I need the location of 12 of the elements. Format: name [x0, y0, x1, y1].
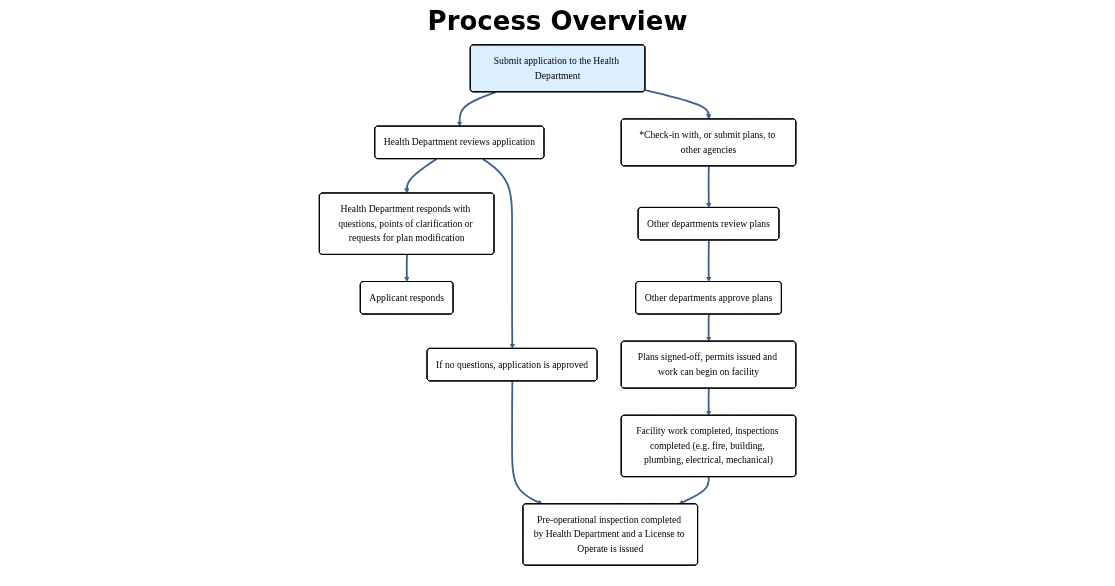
- arrow: [706, 313, 712, 342]
- arrow: [404, 253, 410, 283]
- arrow: [404, 158, 438, 194]
- diagram-title: Process Overview: [426, 6, 689, 36]
- arrow: [706, 165, 712, 208]
- arrow: [706, 387, 712, 416]
- arrow: [456, 91, 497, 127]
- arrow: [706, 239, 712, 283]
- arrow: [481, 158, 515, 349]
- arrow: [678, 476, 710, 505]
- arrow: [644, 89, 712, 120]
- arrow: [511, 380, 543, 505]
